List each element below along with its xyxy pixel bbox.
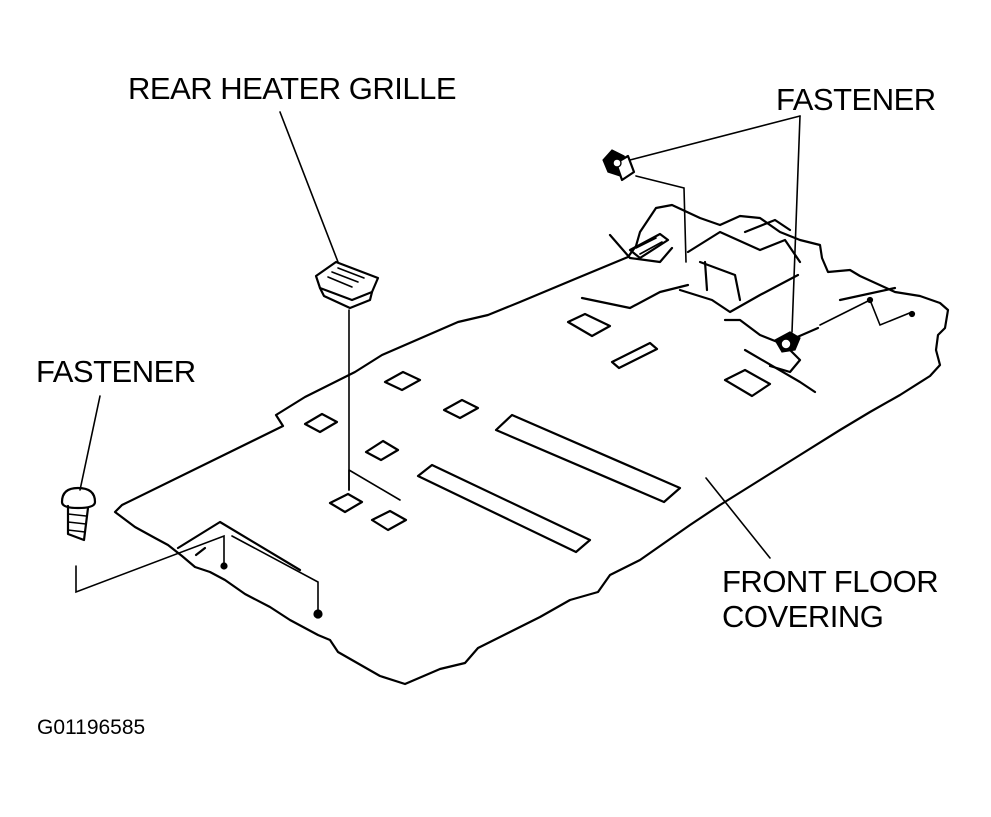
floor-openings (303, 232, 772, 554)
fastener-top-callouts (629, 115, 801, 333)
front-floor-covering-panel (113, 203, 950, 686)
front-floor-covering-label-line1: FRONT FLOOR (722, 564, 939, 599)
front-floor-covering-label-line2: COVERING (722, 599, 884, 634)
rear-heater-grille (279, 111, 401, 501)
grille-callout-line (279, 111, 339, 263)
fastener-screw-left (60, 395, 323, 619)
fastener-top-label: FASTENER (776, 82, 936, 117)
figure-id: G01196585 (37, 716, 146, 739)
floor-covering-callout (705, 477, 771, 559)
fastener-clip-right (774, 296, 916, 353)
fastener-pin-top (602, 149, 687, 263)
screw-callout-line (79, 395, 101, 491)
rear-heater-grille-label: REAR HEATER GRILLE (128, 71, 457, 106)
fastener-left-label: FASTENER (36, 354, 196, 389)
